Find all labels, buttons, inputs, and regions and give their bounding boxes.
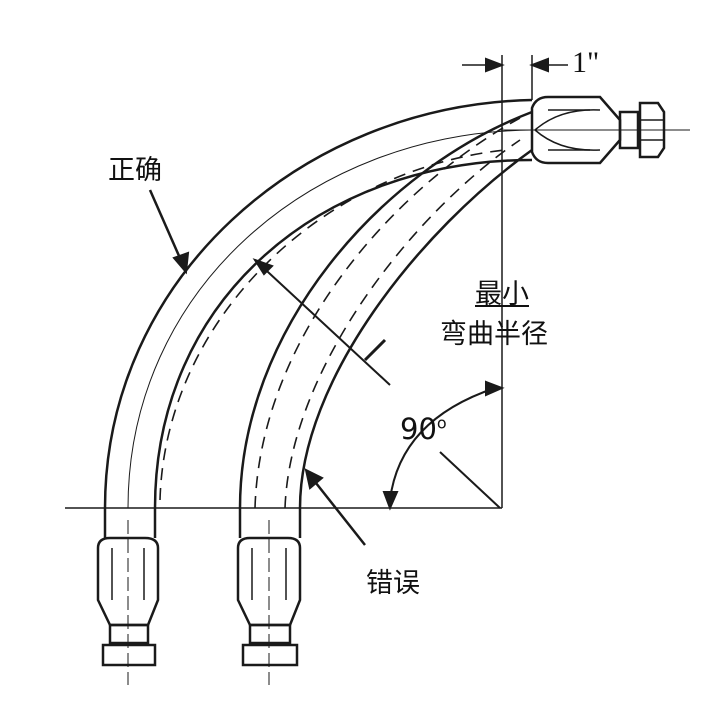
top-fitting xyxy=(500,95,690,165)
wrong-leader-arrow xyxy=(304,468,366,546)
radius-indicator xyxy=(252,258,501,509)
angle-value: 90 xyxy=(400,412,437,446)
min-bend-radius-subtitle: 弯曲半径 xyxy=(440,319,548,350)
offset-dimension-label: 1" xyxy=(572,46,600,79)
correct-leader-arrow xyxy=(148,189,190,275)
correct-label: 正确 xyxy=(108,155,162,186)
angle-arc xyxy=(382,380,505,511)
correct-hose xyxy=(103,98,533,509)
min-bend-radius-title: 最小 xyxy=(475,279,529,310)
angle-unit: o xyxy=(436,413,447,433)
bottom-fitting-wrong xyxy=(236,508,302,685)
bottom-fitting-correct xyxy=(96,508,160,685)
angle-label: 90o xyxy=(400,412,447,446)
wrong-label: 错误 xyxy=(366,568,420,599)
wrong-hose xyxy=(238,110,533,509)
dimension-arrows xyxy=(462,57,568,73)
